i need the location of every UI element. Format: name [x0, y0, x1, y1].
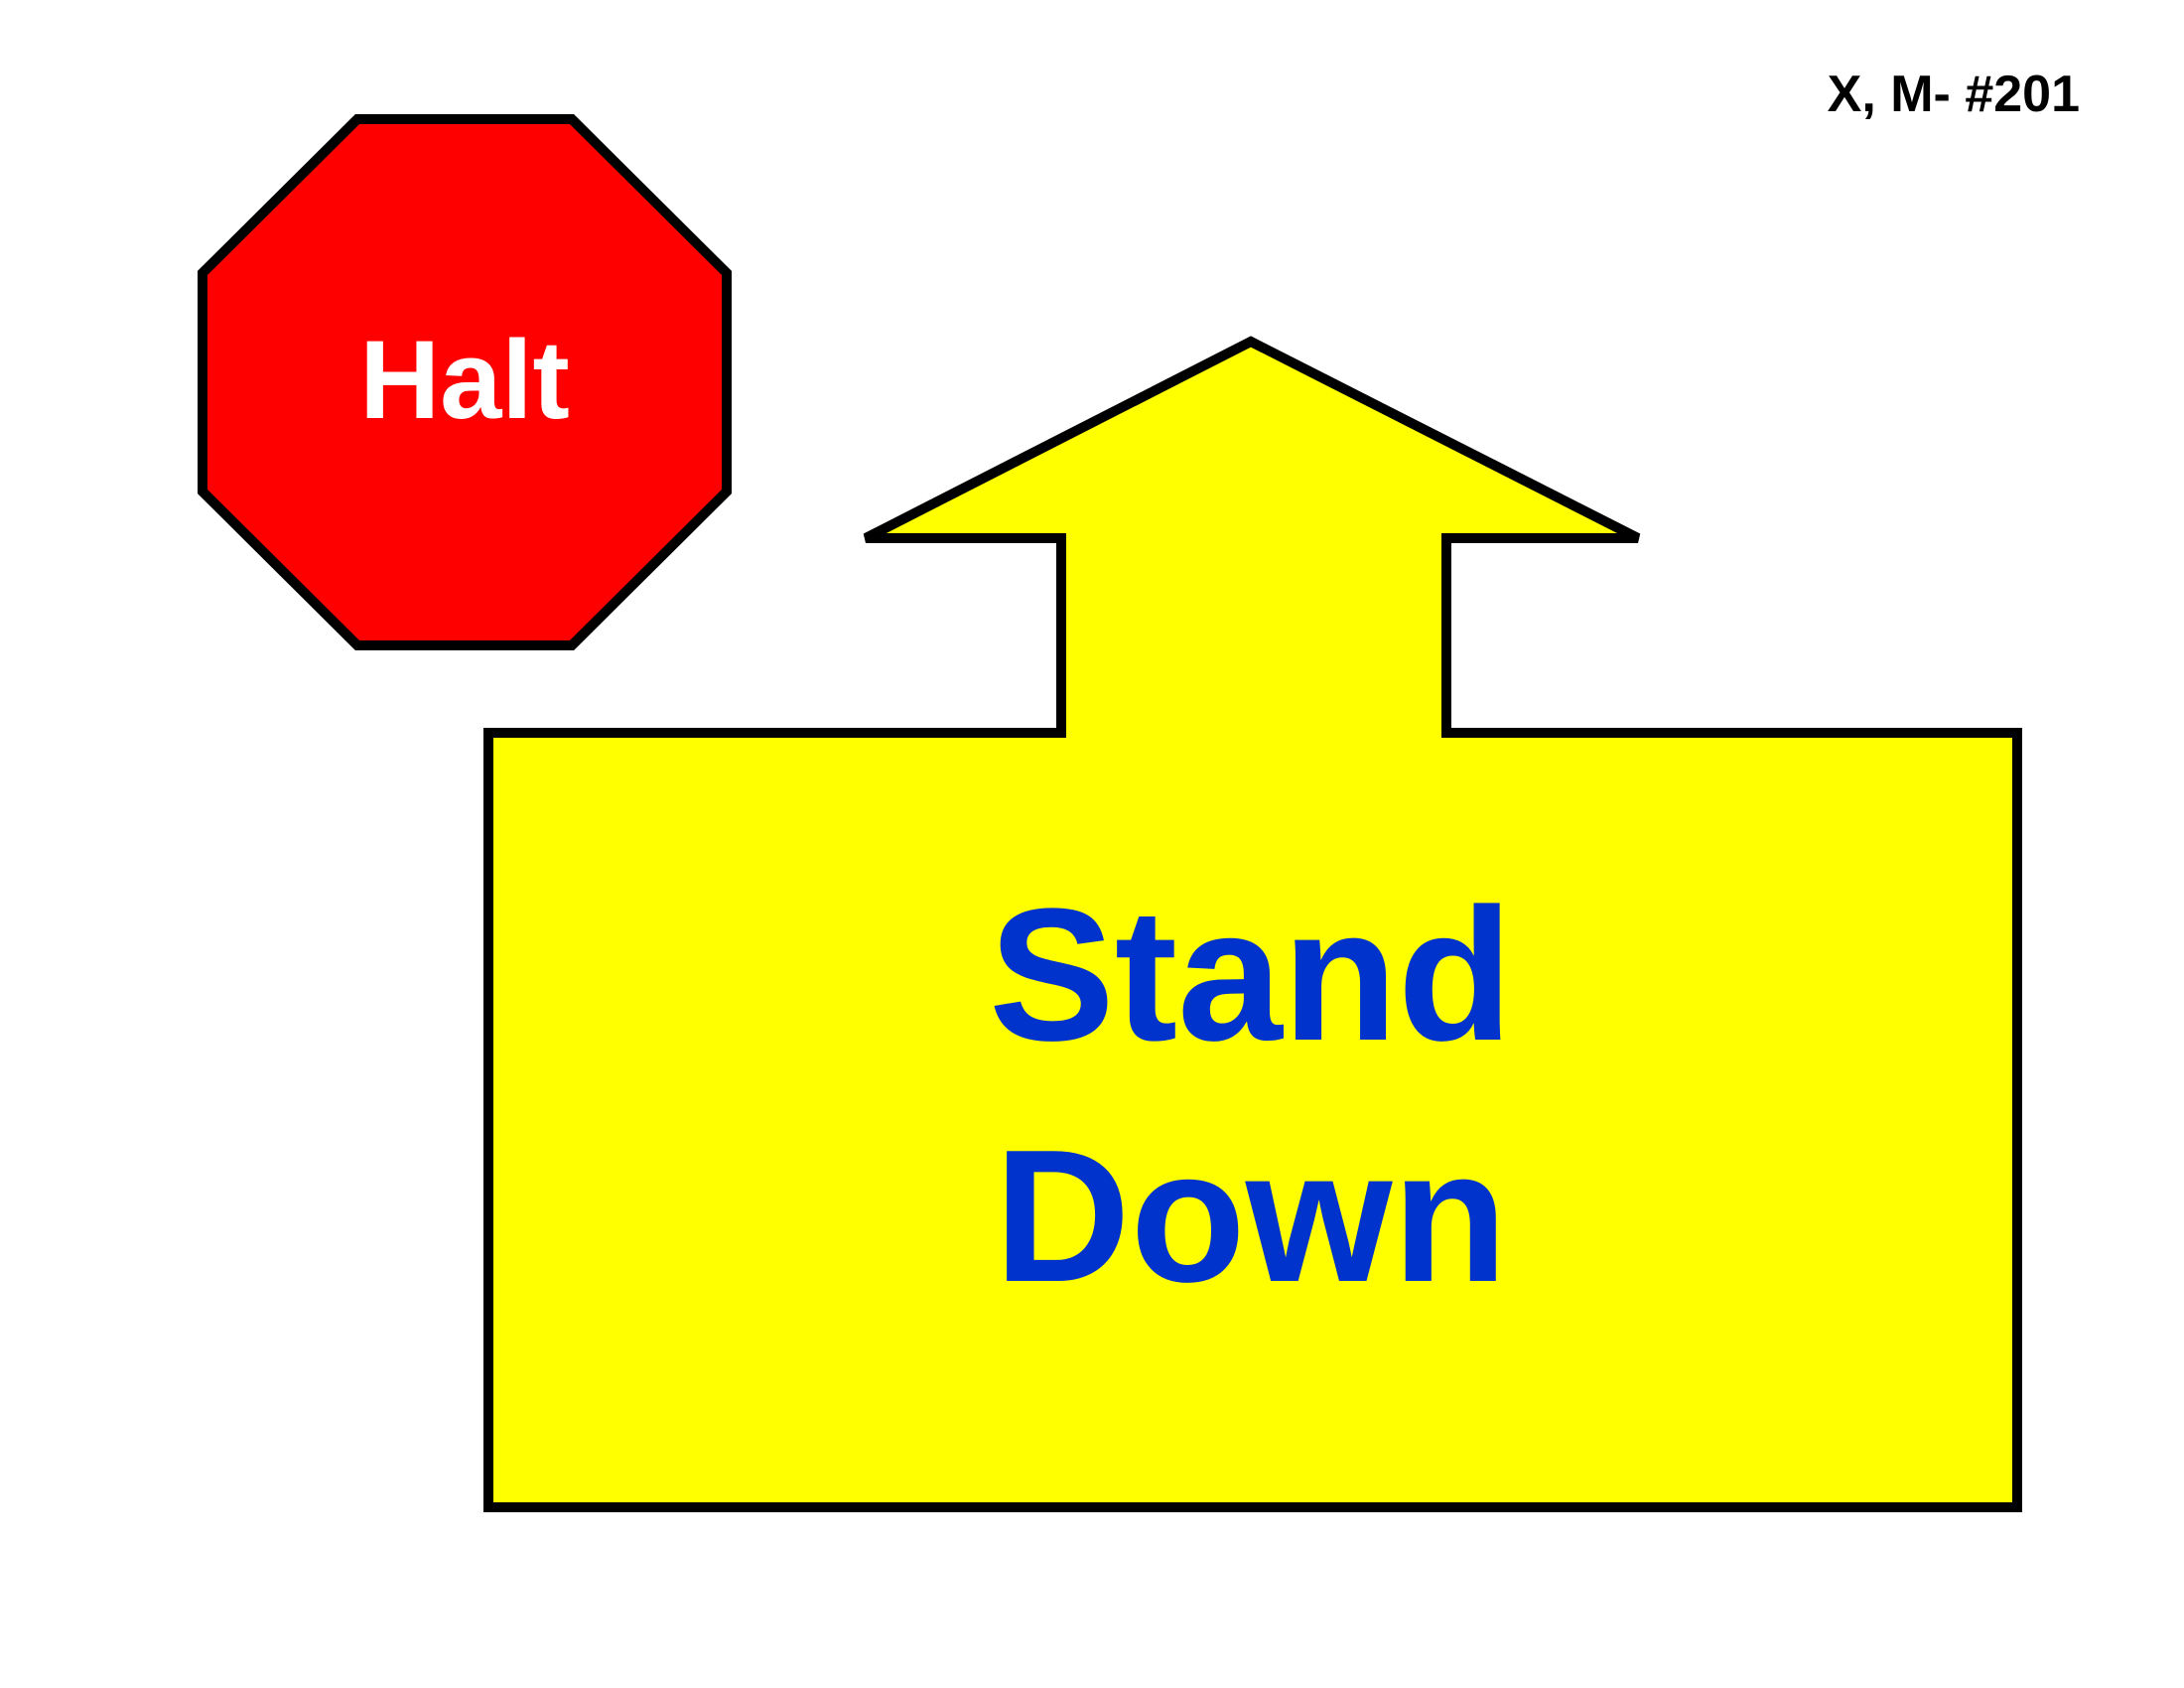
stop-octagon-shape: [198, 114, 732, 650]
halt-label: Halt: [359, 318, 570, 442]
action-line-2: Down: [994, 1111, 1507, 1322]
stop-sign: Halt: [198, 114, 732, 650]
up-arrow-box-shape: [483, 336, 2022, 1512]
action-block: Stand Down: [483, 336, 2022, 1512]
sheet-id-label: X, M- #201: [1828, 66, 2080, 123]
action-line-1: Stand: [989, 870, 1513, 1080]
